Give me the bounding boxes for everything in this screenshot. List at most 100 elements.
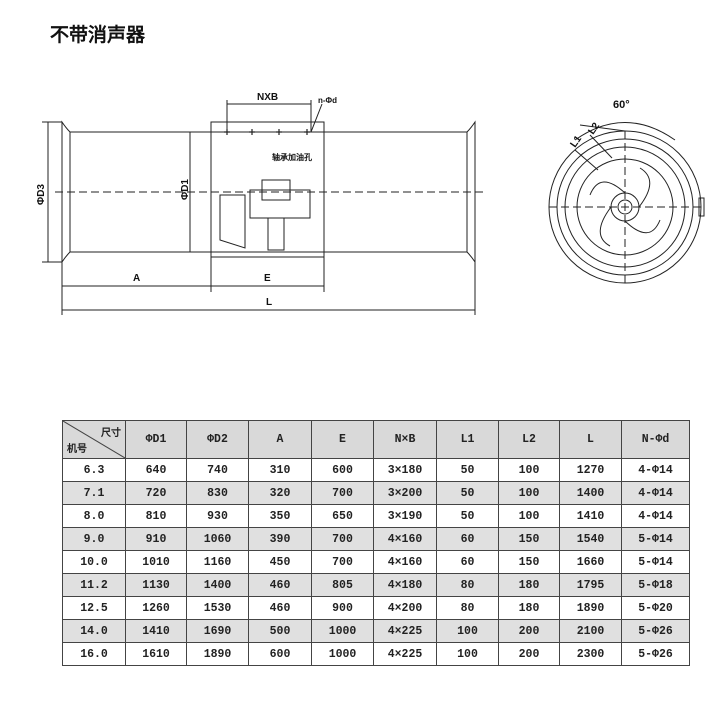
- header-cell: N×B: [373, 420, 437, 459]
- table-cell: 1400: [186, 573, 249, 597]
- table-cell: 1060: [186, 527, 249, 551]
- table-cell: 930: [186, 504, 249, 528]
- header-cell: L2: [498, 420, 560, 459]
- corner-header: 尺寸 机号: [62, 420, 126, 459]
- header-cell: N-Φd: [621, 420, 690, 459]
- table-cell: 50: [436, 481, 499, 505]
- table-cell: 4×160: [373, 527, 437, 551]
- table-cell: 60: [436, 527, 499, 551]
- table-cell: 1260: [125, 596, 187, 620]
- table-cell: 5-Φ14: [621, 527, 690, 551]
- table-cell: 700: [311, 527, 374, 551]
- table-cell: 4-Φ14: [621, 481, 690, 505]
- a-label: A: [133, 273, 140, 284]
- table-cell: 320: [248, 481, 312, 505]
- d1-label: ΦD1: [180, 179, 191, 200]
- table-cell: 4-Φ14: [621, 504, 690, 528]
- table-cell: 180: [498, 573, 560, 597]
- diagonal-divider: [63, 421, 125, 458]
- table-cell: 1000: [311, 619, 374, 643]
- table-cell: 1130: [125, 573, 187, 597]
- header-cell: E: [311, 420, 374, 459]
- header-cell: A: [248, 420, 312, 459]
- table-cell: 1270: [559, 458, 622, 482]
- table-cell: 460: [248, 573, 312, 597]
- table-cell: 1540: [559, 527, 622, 551]
- table-cell: 5-Φ20: [621, 596, 690, 620]
- table-cell: 1410: [125, 619, 187, 643]
- table-cell: 5-Φ26: [621, 619, 690, 643]
- table-cell: 1160: [186, 550, 249, 574]
- table-cell: 3×190: [373, 504, 437, 528]
- table-cell: 200: [498, 619, 560, 643]
- table-cell: 4×225: [373, 642, 437, 666]
- corner-bottom-label: 机号: [67, 444, 87, 455]
- table-cell: 650: [311, 504, 374, 528]
- table-cell: 4×160: [373, 550, 437, 574]
- table-cell: 100: [436, 619, 499, 643]
- table-cell: 150: [498, 550, 560, 574]
- table-cell: 4-Φ14: [621, 458, 690, 482]
- table-cell: 100: [436, 642, 499, 666]
- table-cell: 720: [125, 481, 187, 505]
- table-cell: 1010: [125, 550, 187, 574]
- l2-label: L2: [586, 120, 602, 136]
- table-cell: 100: [498, 458, 560, 482]
- table-cell: 2300: [559, 642, 622, 666]
- table-cell: 11.2: [62, 573, 126, 597]
- table-cell: 9.0: [62, 527, 126, 551]
- nxb-label: NXB: [257, 92, 278, 103]
- table-cell: 2100: [559, 619, 622, 643]
- table-cell: 100: [498, 481, 560, 505]
- table-cell: 1890: [186, 642, 249, 666]
- table-cell: 5-Φ18: [621, 573, 690, 597]
- l-label: L: [266, 297, 272, 308]
- table-cell: 180: [498, 596, 560, 620]
- table-cell: 700: [311, 550, 374, 574]
- corner-top-label: 尺寸: [101, 428, 121, 439]
- table-cell: 1000: [311, 642, 374, 666]
- table-cell: 50: [436, 458, 499, 482]
- table-cell: 6.3: [62, 458, 126, 482]
- table-cell: 805: [311, 573, 374, 597]
- table-cell: 1890: [559, 596, 622, 620]
- table-cell: 4×200: [373, 596, 437, 620]
- table-cell: 80: [436, 573, 499, 597]
- table-cell: 3×180: [373, 458, 437, 482]
- n-d-label: n-Φd: [318, 96, 337, 105]
- table-cell: 600: [311, 458, 374, 482]
- table-cell: 8.0: [62, 504, 126, 528]
- table-cell: 1530: [186, 596, 249, 620]
- table-cell: 1660: [559, 550, 622, 574]
- e-label: E: [264, 273, 271, 284]
- table-cell: 1410: [559, 504, 622, 528]
- table-cell: 740: [186, 458, 249, 482]
- table-cell: 200: [498, 642, 560, 666]
- table-cell: 1795: [559, 573, 622, 597]
- table-cell: 640: [125, 458, 187, 482]
- table-cell: 5-Φ14: [621, 550, 690, 574]
- table-cell: 5-Φ26: [621, 642, 690, 666]
- table-cell: 1690: [186, 619, 249, 643]
- table-cell: 900: [311, 596, 374, 620]
- table-cell: 350: [248, 504, 312, 528]
- table-cell: 1610: [125, 642, 187, 666]
- table-cell: 10.0: [62, 550, 126, 574]
- table-cell: 910: [125, 527, 187, 551]
- header-cell: ΦD1: [125, 420, 187, 459]
- table-cell: 1400: [559, 481, 622, 505]
- page-title: 不带消声器: [50, 24, 146, 46]
- table-cell: 700: [311, 481, 374, 505]
- table-cell: 810: [125, 504, 187, 528]
- table-cell: 450: [248, 550, 312, 574]
- table-cell: 4×225: [373, 619, 437, 643]
- d3-label: ΦD3: [36, 184, 47, 205]
